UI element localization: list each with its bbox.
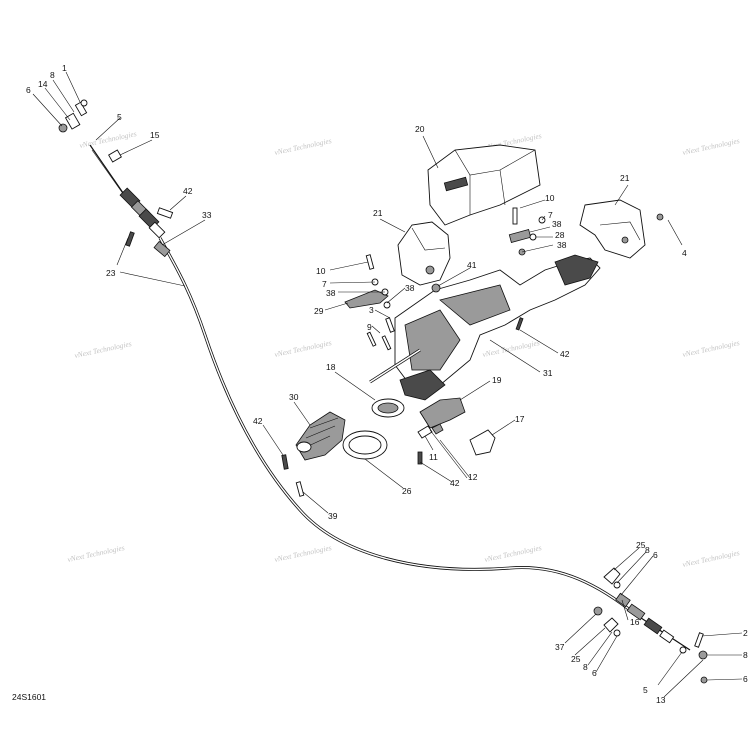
callout: 42 bbox=[253, 416, 263, 426]
callout: 18 bbox=[326, 362, 336, 372]
callout: 7 bbox=[548, 210, 553, 220]
callout: 14 bbox=[38, 79, 48, 89]
main-assembly bbox=[369, 254, 601, 401]
callout: 29 bbox=[314, 306, 324, 316]
callout: 21 bbox=[373, 208, 383, 218]
callout: 37 bbox=[555, 642, 565, 652]
callout: 30 bbox=[289, 392, 299, 402]
callout: 6 bbox=[592, 668, 597, 678]
callout: 11 bbox=[429, 452, 438, 462]
callout: 8 bbox=[743, 650, 748, 660]
watermark: vNext Technologies bbox=[484, 543, 543, 564]
callout: 5 bbox=[117, 112, 122, 122]
watermark: vNext Technologies bbox=[79, 129, 138, 150]
callout: 6 bbox=[26, 85, 31, 95]
callout: 38 bbox=[405, 283, 415, 293]
grip-30 bbox=[295, 411, 346, 461]
callout: 42 bbox=[560, 349, 570, 359]
callout: 16 bbox=[630, 617, 640, 627]
callout: 17 bbox=[515, 414, 525, 424]
watermark: vNext Technologies bbox=[482, 338, 541, 359]
callout: 8 bbox=[50, 70, 55, 80]
callout: 2 bbox=[743, 628, 748, 638]
callout: 31 bbox=[543, 368, 553, 378]
callout: 39 bbox=[328, 511, 338, 521]
bracket-19 bbox=[419, 397, 466, 429]
watermark: vNext Technologies bbox=[274, 338, 333, 359]
callout: 7 bbox=[322, 279, 327, 289]
upper-cover bbox=[427, 144, 541, 226]
callout: 38 bbox=[326, 288, 336, 298]
callout: 10 bbox=[545, 193, 555, 203]
upper-hardware bbox=[58, 99, 174, 258]
watermark: vNext Technologies bbox=[67, 543, 126, 564]
callout: 12 bbox=[468, 472, 478, 482]
callout: 6 bbox=[743, 674, 748, 684]
callout: 1 bbox=[62, 63, 67, 73]
callout: 4 bbox=[682, 248, 687, 258]
callout: 20 bbox=[415, 124, 425, 134]
throttle-cable bbox=[89, 144, 691, 651]
leader-lines bbox=[32, 71, 743, 698]
callout: 25 bbox=[571, 654, 581, 664]
callout: 41 bbox=[467, 260, 477, 270]
callout: 42 bbox=[183, 186, 193, 196]
callouts: 1 8 14 6 5 15 42 33 23 20 21 4 10 7 38 2… bbox=[26, 63, 748, 705]
callout: 25 bbox=[636, 540, 646, 550]
callout: 38 bbox=[552, 219, 562, 229]
callout: 38 bbox=[557, 240, 567, 250]
callout: 5 bbox=[643, 685, 648, 695]
screws-3-9 bbox=[366, 317, 395, 351]
watermark: vNext Technologies bbox=[682, 548, 741, 569]
callout: 42 bbox=[450, 478, 460, 488]
switch-17 bbox=[469, 429, 496, 456]
callout: 26 bbox=[402, 486, 412, 496]
callout: 23 bbox=[106, 268, 116, 278]
left-small-parts bbox=[344, 254, 391, 309]
callout: 13 bbox=[656, 695, 666, 705]
callout: 15 bbox=[150, 130, 160, 140]
left-housing bbox=[397, 221, 451, 286]
callout: 3 bbox=[369, 305, 374, 315]
callout: 28 bbox=[555, 230, 565, 240]
callout: 6 bbox=[653, 550, 658, 560]
watermark: vNext Technologies bbox=[74, 339, 133, 360]
ring-18 bbox=[371, 398, 405, 418]
callout: 9 bbox=[367, 322, 372, 332]
drawing-code: 24S1601 bbox=[12, 692, 46, 702]
callout: 21 bbox=[620, 173, 630, 183]
ring-26 bbox=[342, 430, 388, 460]
watermark: vNext Technologies bbox=[682, 338, 741, 359]
watermark: vNext Technologies bbox=[274, 136, 333, 157]
right-small-parts bbox=[508, 207, 546, 256]
screws-lower bbox=[281, 451, 423, 497]
lower-right-hardware bbox=[593, 567, 708, 684]
callout: 8 bbox=[645, 545, 650, 555]
right-housing bbox=[579, 199, 664, 259]
watermark: vNext Technologies bbox=[682, 136, 741, 157]
callout: 19 bbox=[492, 375, 502, 385]
callout: 33 bbox=[202, 210, 212, 220]
watermark: vNext Technologies bbox=[274, 543, 333, 564]
clip-11 bbox=[417, 423, 444, 439]
callout: 8 bbox=[583, 662, 588, 672]
callout: 10 bbox=[316, 266, 326, 276]
